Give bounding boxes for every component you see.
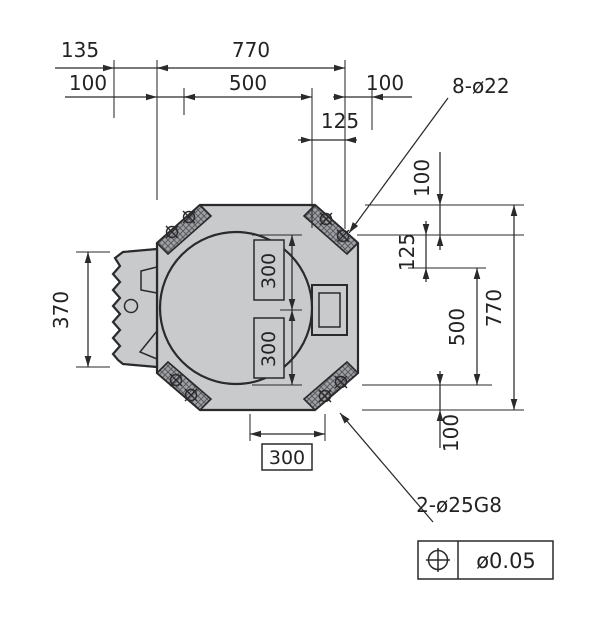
dim-100-right-bottom: 100 bbox=[439, 414, 463, 452]
bolt-hole bbox=[319, 212, 333, 226]
position-tolerance-icon bbox=[426, 548, 450, 572]
bracket-hole bbox=[123, 298, 139, 314]
feature-control-frame: ø0.05 bbox=[417, 540, 554, 580]
bolt-holes-group bbox=[165, 210, 350, 403]
basic-dimension-boxes bbox=[253, 239, 313, 471]
callouts: 8-ø22 2-ø25G8 ø0.05 bbox=[416, 74, 554, 580]
bolt-hole bbox=[334, 375, 348, 389]
dim-500-right: 500 bbox=[445, 308, 469, 346]
side-pocket-outer bbox=[311, 284, 348, 336]
dimension-lines bbox=[55, 67, 515, 523]
dim-100-right-top: 100 bbox=[410, 159, 434, 197]
bracket-notch-lower bbox=[138, 330, 158, 360]
bolt-hole bbox=[165, 225, 179, 239]
dim-770-right: 770 bbox=[482, 289, 506, 327]
corner-pad-top-left bbox=[155, 203, 213, 256]
dim-500-top: 500 bbox=[229, 71, 267, 95]
bolt-hole bbox=[336, 229, 350, 243]
box-300-upper bbox=[253, 239, 285, 301]
tolerance-value: ø0.05 bbox=[476, 549, 536, 573]
side-pocket-inner bbox=[318, 292, 341, 328]
dim-300-upper: 300 bbox=[258, 253, 280, 289]
dim-125-right: 125 bbox=[395, 233, 419, 271]
bolt-holes-callout: 8-ø22 bbox=[452, 74, 510, 98]
box-300-bottom bbox=[261, 443, 313, 471]
extension-lines bbox=[76, 60, 524, 441]
dim-100-top-left: 100 bbox=[69, 71, 107, 95]
dim-125-top: 125 bbox=[321, 109, 359, 133]
dim-135: 135 bbox=[61, 38, 99, 62]
dim-300-bottom: 300 bbox=[269, 447, 305, 469]
center-bore-circle bbox=[158, 230, 314, 386]
dim-300-lower: 300 bbox=[258, 331, 280, 367]
bolt-hole bbox=[184, 388, 198, 402]
leader-dowel-holes bbox=[339, 412, 434, 523]
base-plate-group bbox=[111, 203, 360, 412]
bolt-hole bbox=[182, 210, 196, 224]
dim-770-top: 770 bbox=[232, 38, 270, 62]
dim-100-top-right: 100 bbox=[366, 71, 404, 95]
dimension-texts: 135 770 100 500 100 125 100 125 500 770 … bbox=[49, 38, 506, 469]
arrowheads bbox=[84, 64, 518, 438]
box-300-lower bbox=[253, 317, 285, 379]
dowel-holes-callout: 2-ø25G8 bbox=[416, 493, 502, 517]
bracket-notch-upper bbox=[140, 266, 158, 294]
dim-370-left: 370 bbox=[49, 291, 73, 329]
bolt-hole bbox=[169, 373, 183, 387]
leader-bolt-holes bbox=[348, 97, 449, 234]
connector-bracket bbox=[111, 247, 159, 369]
bolt-hole bbox=[318, 389, 332, 403]
